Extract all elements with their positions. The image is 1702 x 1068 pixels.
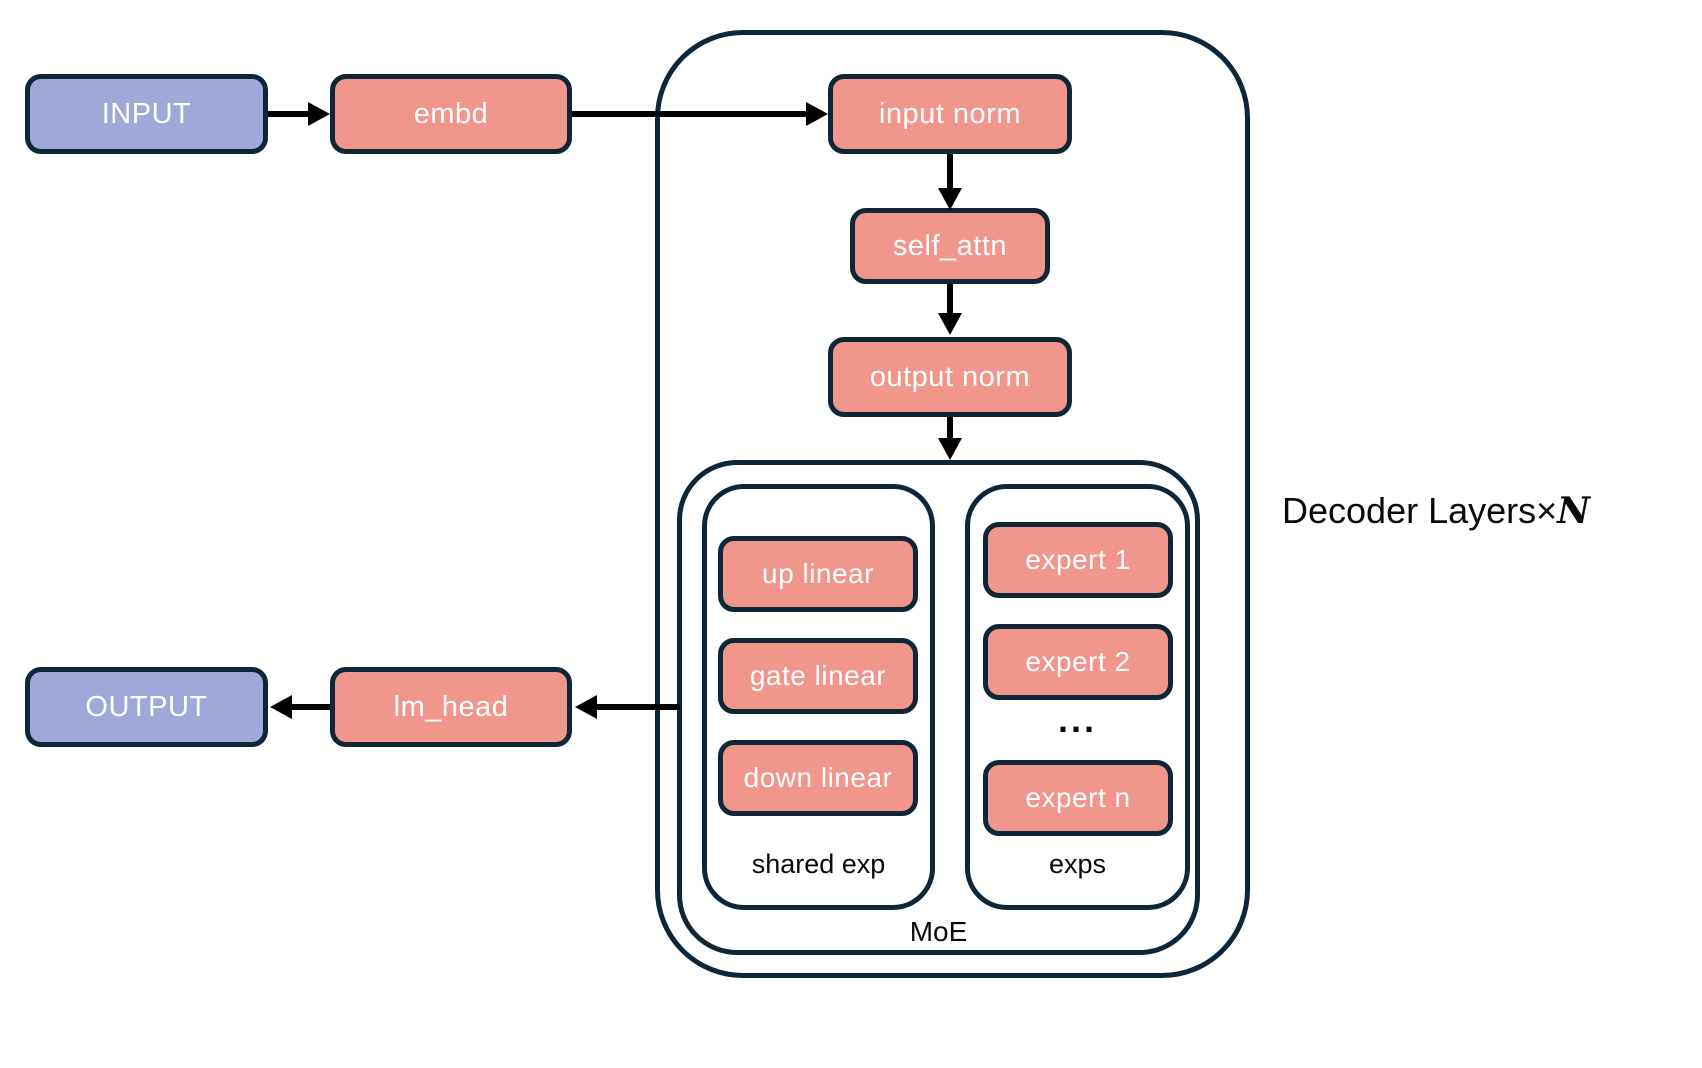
gate-linear-node: gate linear (718, 638, 918, 714)
output-norm-node: output norm (828, 337, 1072, 417)
arrow-selfattn-to-outputnorm-line (947, 284, 953, 314)
arrow-moe-to-lmhead-line (597, 704, 680, 710)
exps-container (965, 484, 1190, 910)
expert-1-node: expert 1 (983, 522, 1173, 598)
times-sign: × (1536, 490, 1558, 531)
arrow-outputnorm-to-moe-line (947, 417, 953, 439)
arrow-embd-to-inputnorm-head (806, 102, 828, 126)
decoder-layers-text: Decoder Layers (1282, 490, 1537, 531)
input-node: INPUT (25, 74, 268, 154)
arrow-inputnorm-to-selfattn-head (938, 188, 962, 210)
decoder-layers-container (655, 30, 1250, 978)
self-attn-node: self_attn (850, 208, 1050, 284)
expert-2-node: expert 2 (983, 624, 1173, 700)
arrow-inputnorm-to-selfattn-line (947, 154, 953, 190)
arrow-input-to-embd-head (308, 102, 330, 126)
arrow-outputnorm-to-moe-head (938, 438, 962, 460)
exps-label: exps (1048, 849, 1107, 879)
arrow-embd-to-inputnorm-line (572, 111, 806, 117)
arrow-lmhead-to-output-line (292, 704, 330, 710)
output-node: OUTPUT (25, 667, 268, 747)
embd-node: embd (330, 74, 572, 154)
up-linear-node: up linear (718, 536, 918, 612)
experts-ellipsis: ... (1057, 699, 1097, 740)
arrow-lmhead-to-output-head (270, 695, 292, 719)
layer-count-symbol: N (1557, 490, 1591, 532)
moe-label: MoE (909, 916, 968, 947)
decoder-layers-title: Decoder Layers×N (1282, 490, 1590, 532)
shared-exp-container (702, 484, 935, 910)
arrow-moe-to-lmhead-head (575, 695, 597, 719)
down-linear-node: down linear (718, 740, 918, 816)
arrow-selfattn-to-outputnorm-head (938, 313, 962, 335)
lm-head-node: lm_head (330, 667, 572, 747)
expert-n-node: expert n (983, 760, 1173, 836)
shared-exp-label: shared exp (751, 849, 886, 879)
input-norm-node: input norm (828, 74, 1072, 154)
arrow-input-to-embd-line (268, 111, 308, 117)
